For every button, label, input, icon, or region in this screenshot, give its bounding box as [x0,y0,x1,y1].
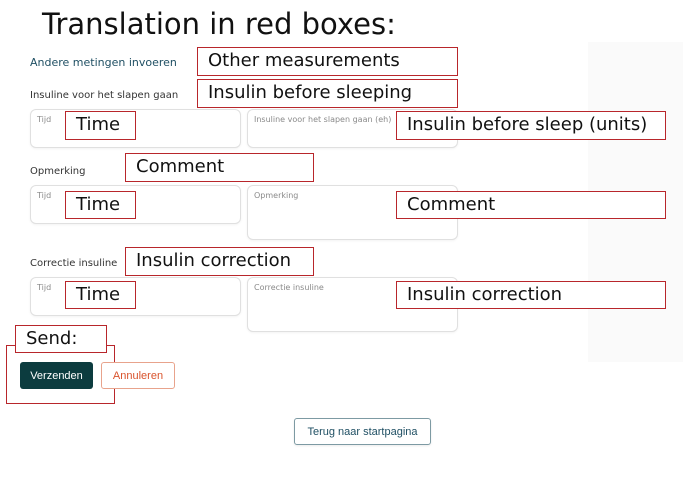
insulin-sleep-label: Insuline voor het slapen gaan [30,90,179,101]
time-placeholder: Tijd [37,191,52,200]
section-title: Andere metingen invoeren [30,56,177,69]
translation-insulin-before-sleep-units: Insulin before sleep (units) [396,111,666,140]
correction-placeholder: Correctie insuline [254,283,324,292]
translation-time: Time [65,191,136,219]
comment-label: Opmerking [30,166,86,177]
translation-heading: Translation in red boxes: [42,7,396,41]
translation-insulin-before-sleeping: Insulin before sleeping [197,79,458,108]
units-placeholder: Insuline voor het slapen gaan (eh) [254,115,392,124]
translation-time: Time [65,111,136,140]
comment-placeholder: Opmerking [254,191,299,200]
translation-other-measurements: Other measurements [197,47,458,76]
cancel-button[interactable]: Annuleren [101,362,175,389]
correction-label: Correctie insuline [30,258,118,269]
time-placeholder: Tijd [37,283,52,292]
translation-comment-field: Comment [396,191,666,219]
translation-insulin-correction-label: Insulin correction [125,247,314,276]
translation-time: Time [65,281,136,309]
translation-send: Send: [15,325,107,353]
translation-comment-label: Comment [125,153,314,182]
translation-insulin-correction-field: Insulin correction [396,281,666,309]
send-button[interactable]: Verzenden [20,362,93,389]
back-to-home-button[interactable]: Terug naar startpagina [294,418,431,445]
time-placeholder: Tijd [37,115,52,124]
